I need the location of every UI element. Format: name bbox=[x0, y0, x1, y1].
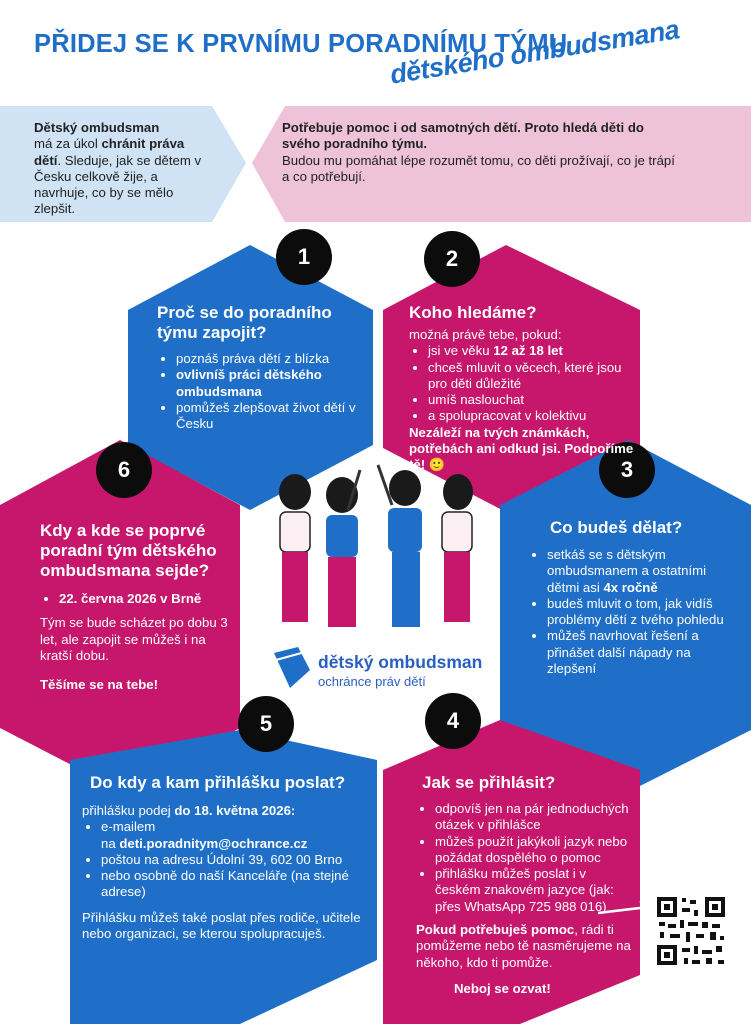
hex-section-4 bbox=[383, 720, 640, 1024]
qr-code bbox=[653, 893, 729, 969]
section-6-closing: Těšíme se na tebe! bbox=[40, 677, 159, 693]
number-badge-3: 3 bbox=[599, 442, 655, 498]
logo-mark bbox=[274, 647, 310, 688]
list-item: přihlášku můžeš poslat i v českém znakov… bbox=[435, 866, 634, 915]
list-item: nebo osobně do naší Kanceláře (na stejné… bbox=[101, 868, 372, 901]
help-bold: Pokud potřebuješ pomoc bbox=[416, 922, 575, 938]
section-6-heading: Kdy a kde se poprvé poradní tým dětského… bbox=[40, 521, 217, 580]
hex-section-3 bbox=[500, 440, 751, 790]
people-illustration bbox=[279, 464, 473, 627]
intro-right-shape bbox=[252, 106, 751, 222]
section-2-closing: Nezáleží na tvých známkách, potřebách an… bbox=[409, 424, 634, 473]
list-item: a spolupracovat v kolektivu bbox=[428, 408, 634, 424]
logo-title: dětský ombudsman bbox=[318, 652, 483, 672]
intro-text: přihlášku podej bbox=[82, 803, 175, 818]
email-link[interactable]: deti.poradnitym@ochrance.cz bbox=[119, 835, 308, 851]
section-5-intro: přihlášku podej do 18. května 2026: bbox=[82, 803, 372, 819]
list-item: pomůžeš zlepšovat život dětí v Česku bbox=[176, 400, 362, 433]
section-5: Do kdy a kam přihlášku poslat? přihlášku… bbox=[82, 773, 372, 942]
intro-left-bold2: chránit práva dětí bbox=[34, 136, 185, 168]
number-badge-2: 2 bbox=[424, 231, 480, 287]
section-2-intro: možná právě tebe, pokud: bbox=[409, 327, 562, 342]
intro-left-t1: má za úkol bbox=[34, 136, 102, 152]
intro-right-text: Potřebuje pomoc i od samotných dětí. Pro… bbox=[282, 120, 677, 185]
list-item: odpovíš jen na pár jednoduchých otázek v… bbox=[435, 801, 634, 834]
deadline: do 18. května 2026: bbox=[174, 803, 296, 818]
section-6: Kdy a kde se poprvé poradní tým dětského… bbox=[40, 521, 235, 693]
section-5-heading: Do kdy a kam přihlášku poslat? bbox=[90, 773, 346, 792]
item-text: jsi ve věku bbox=[428, 343, 494, 359]
intro-left-shape bbox=[0, 106, 246, 222]
section-1: Proč se do poradního týmu zapojit? pozná… bbox=[157, 303, 362, 432]
list-item: poznáš práva dětí z blízka bbox=[176, 351, 362, 367]
number-badge-4: 4 bbox=[425, 693, 481, 749]
section-3: Co budeš dělat? setkáš se s dětským ombu… bbox=[528, 518, 728, 677]
list-item: chceš mluvit o věcech, které jsou pro dě… bbox=[428, 360, 634, 393]
hex-section-6 bbox=[0, 440, 240, 790]
number-badge-6: 6 bbox=[96, 442, 152, 498]
section-4-help: Pokud potřebuješ pomoc, rádi ti pomůžeme… bbox=[416, 922, 634, 971]
list-item: budeš mluvit o tom, jak vidíš problémy d… bbox=[547, 596, 728, 629]
list-item: ovlivníš práci dětského ombudsmana bbox=[176, 367, 362, 400]
section-4-heading: Jak se přihlásit? bbox=[422, 773, 556, 792]
section-2-heading: Koho hledáme? bbox=[409, 303, 537, 322]
list-item: setkáš se s dětským ombudsmanem a ostatn… bbox=[547, 547, 728, 596]
section-3-heading: Co budeš dělat? bbox=[550, 518, 683, 537]
intro-left-bold1: Dětský ombudsman bbox=[34, 120, 160, 135]
item-text: setkáš se s dětským ombudsmanem a ostatn… bbox=[547, 547, 707, 595]
section-1-heading: Proč se do poradního týmu zapojit? bbox=[157, 303, 332, 342]
hex-section-5 bbox=[70, 730, 377, 1024]
email-label: e-mailem bbox=[101, 819, 156, 835]
section-2: Koho hledáme? možná právě tebe, pokud: j… bbox=[409, 303, 634, 474]
section-4: Jak se přihlásit? odpovíš jen na pár jed… bbox=[416, 773, 634, 997]
intro-right-bold: Potřebuje pomoc i od samotných dětí. Pro… bbox=[282, 120, 644, 152]
section-4-closing: Neboj se ozvat! bbox=[454, 980, 551, 996]
number-badge-1: 1 bbox=[276, 229, 332, 285]
email-prefix: na bbox=[101, 835, 120, 851]
list-item: umíš naslouchat bbox=[428, 392, 634, 408]
list-item: můžeš navrhovat řešení a přinášet další … bbox=[547, 628, 728, 677]
logo-subtitle: ochránce práv dětí bbox=[318, 674, 426, 689]
list-item: poštou na adresu Údolní 39, 602 00 Brno bbox=[101, 852, 372, 868]
help-text: , rádi ti pomůžeme nebo tě nasměrujeme n… bbox=[416, 922, 631, 970]
arrow-to-qr bbox=[597, 905, 649, 915]
hex-section-1 bbox=[128, 245, 373, 510]
list-item: můžeš použít jakýkoli jazyk nebo požádat… bbox=[435, 834, 634, 867]
list-item: jsi ve věku 12 až 18 let bbox=[428, 343, 634, 359]
section-5-closing: Přihlášku můžeš také poslat přes rodiče,… bbox=[82, 909, 361, 942]
section-6-text: Tým se bude scházet po dobu 3 let, ale z… bbox=[40, 615, 228, 663]
hex-section-2 bbox=[383, 245, 640, 512]
intro-right-body: Budou mu pomáhat lépe rozumět tomu, co d… bbox=[282, 152, 675, 184]
number-badge-5: 5 bbox=[238, 696, 294, 752]
age-range: 12 až 18 let bbox=[493, 343, 563, 359]
intro-left-t2: . Sleduje, jak se dětem v Česku celkově … bbox=[34, 152, 202, 217]
page-title: PŘIDEJ SE K PRVNÍMU PORADNÍMU TÝMU bbox=[34, 30, 568, 58]
intro-left-text: Dětský ombudsman má za úkol chránit práv… bbox=[34, 120, 214, 218]
meeting-date: 22. června 2026 v Brně bbox=[59, 591, 235, 607]
frequency: 4x ročně bbox=[603, 579, 658, 595]
